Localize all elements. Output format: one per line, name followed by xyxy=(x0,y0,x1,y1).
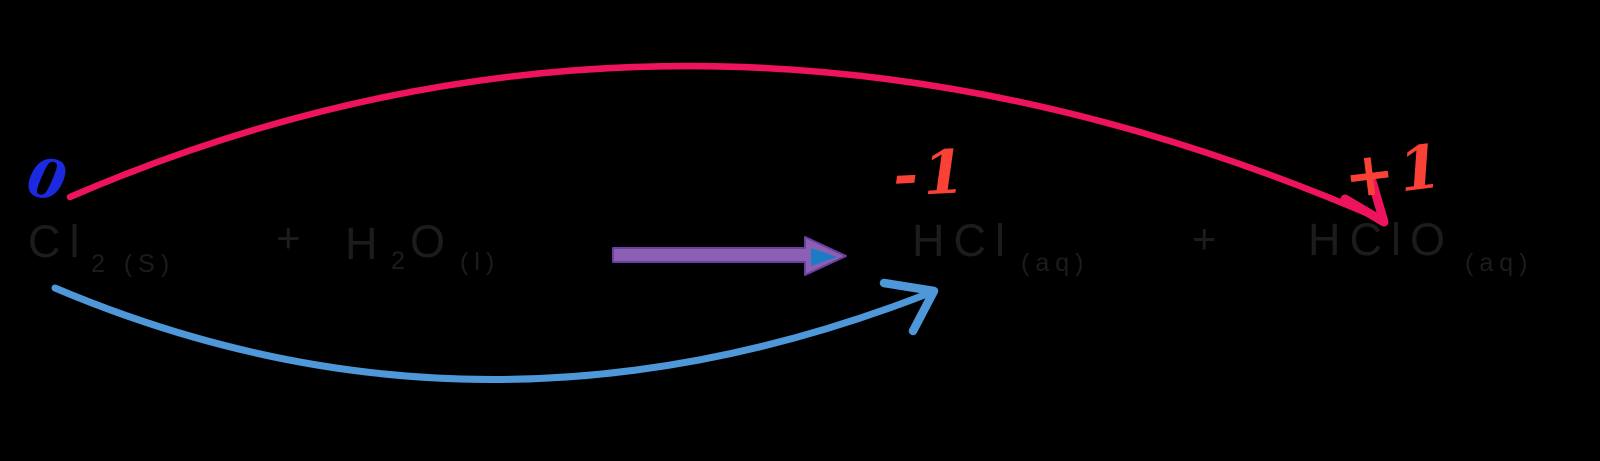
h2o-state-subscript: (l) xyxy=(460,248,501,276)
hcl-oxidation-state-label: -1 xyxy=(891,137,972,211)
hclo-oxidation-state-label: +1 xyxy=(1340,131,1450,213)
cl2-formula: Cl xyxy=(28,216,89,267)
hclo-state-subscript: (aq) xyxy=(1465,249,1534,277)
h2o-h: H xyxy=(345,218,387,269)
cl2-subscript: 2 (S) xyxy=(91,250,176,278)
hcl-formula: HCl xyxy=(912,215,1014,266)
reaction-arrow-icon xyxy=(612,236,847,276)
plus-sign-right: + xyxy=(1192,215,1217,262)
plus-sign-left: + xyxy=(276,214,301,261)
hclo-formula: HClO xyxy=(1308,214,1454,265)
reaction-arrow-inner-triangle-icon xyxy=(811,248,837,266)
h2o-o: O xyxy=(410,216,455,267)
hcl-state-subscript: (aq) xyxy=(1021,249,1090,277)
oxidation-arc-arrowhead-icon xyxy=(1340,176,1389,227)
h2o-subscript-2: 2 xyxy=(391,247,411,275)
reduction-arc-icon xyxy=(51,284,931,384)
reduction-arc-arrowhead-icon xyxy=(879,278,939,336)
oxidation-arc-icon xyxy=(66,62,1382,222)
